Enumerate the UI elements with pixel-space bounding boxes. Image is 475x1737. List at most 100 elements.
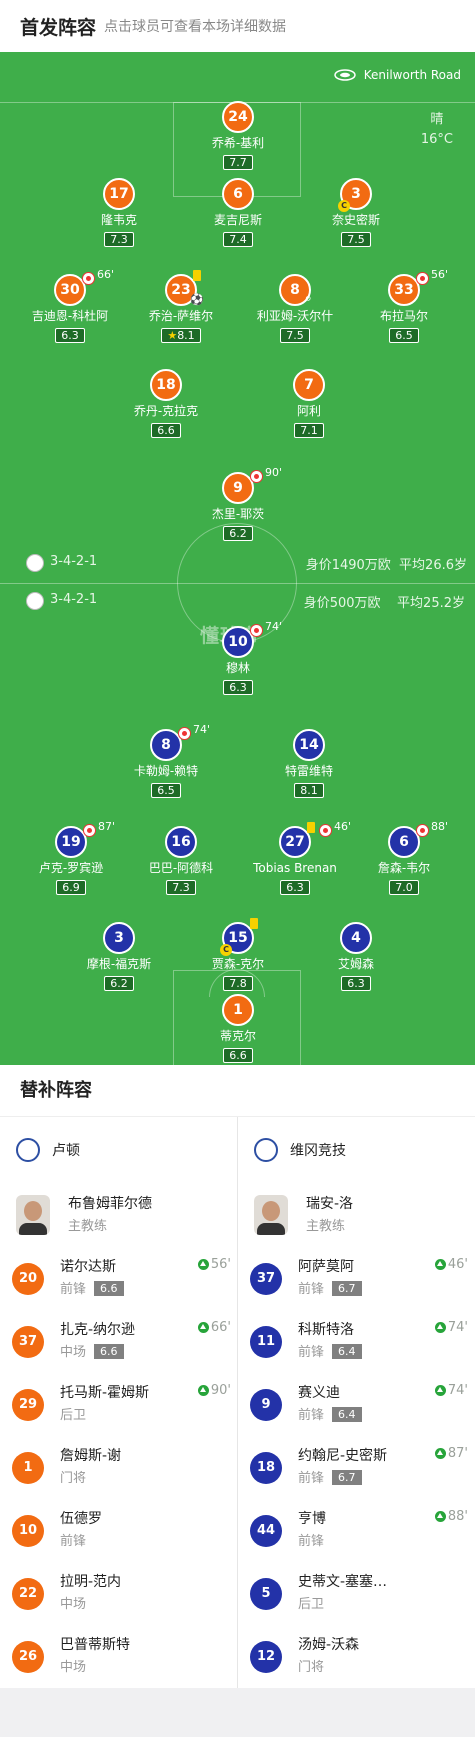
away-team-logo xyxy=(254,1138,278,1162)
sub-off-icon xyxy=(416,824,429,837)
sub-in-icon xyxy=(197,1322,209,1333)
sub-off-icon xyxy=(82,272,95,285)
sub-in-icon xyxy=(197,1259,209,1270)
coach-avatar xyxy=(16,1195,50,1235)
home-value: 身价1490万欧 xyxy=(305,558,391,573)
away-value: 身价500万欧 xyxy=(303,596,381,611)
away-formation: 3-4-2-1 xyxy=(50,592,98,607)
lineup-subtitle: 点击球员可查看本场详细数据 xyxy=(104,19,287,35)
sub-in-icon xyxy=(434,1259,446,1270)
yellow-card-icon xyxy=(307,822,315,833)
sub-in-icon xyxy=(434,1385,446,1396)
lineup-title: 首发阵容 xyxy=(20,16,97,39)
sub-in-icon xyxy=(434,1511,446,1522)
sub-in-icon xyxy=(434,1322,446,1333)
sub-in-time: 88' xyxy=(434,1509,468,1524)
home-team-logo xyxy=(16,1138,40,1162)
sub-in-icon xyxy=(434,1448,446,1459)
sub-in-time: 90' xyxy=(197,1383,231,1398)
substitutes-title: 替补阵容 xyxy=(0,1065,475,1117)
away-formation-row: 3-4-2-1 身价500万欧 平均25.2岁 xyxy=(0,586,475,616)
captain-badge: C xyxy=(220,944,232,956)
sub-off-icon xyxy=(250,624,263,637)
weather-temp: 16°C xyxy=(420,132,453,147)
sub-in-time: 46' xyxy=(434,1257,468,1272)
player-home[interactable]: 23⚽乔治-萨维尔★8.1 xyxy=(121,270,241,343)
weather: 晴 16°C xyxy=(421,110,453,150)
home-team-logo xyxy=(26,554,44,572)
away-team[interactable]: 维冈竞技 xyxy=(238,1117,474,1183)
sub-in-time: 74' xyxy=(434,1320,468,1335)
home-formation: 3-4-2-1 xyxy=(50,554,98,569)
sub-in-icon xyxy=(197,1385,209,1396)
weather-condition: 晴 xyxy=(430,112,444,127)
yellow-card-icon xyxy=(250,918,258,929)
stadium-icon xyxy=(333,69,356,81)
captain-badge: C xyxy=(338,200,350,212)
venue-name: Kenilworth Road xyxy=(363,68,461,82)
goal-ball-icon: ⚽ xyxy=(190,293,204,306)
yellow-card-icon xyxy=(193,270,201,281)
away-coach[interactable]: 瑞安-洛主教练 xyxy=(238,1183,474,1247)
assist-icon: ⚪ xyxy=(304,294,313,305)
sub-off-icon xyxy=(250,470,263,483)
home-team[interactable]: 卢顿 xyxy=(0,1117,237,1183)
sub-in-time: 56' xyxy=(197,1257,231,1272)
sub-off-icon xyxy=(416,272,429,285)
sub-in-time: 87' xyxy=(434,1446,468,1461)
home-coach[interactable]: 布鲁姆菲尔德主教练 xyxy=(0,1183,237,1247)
sub-in-time: 66' xyxy=(197,1320,231,1335)
mvp-star-icon: ★ xyxy=(167,329,178,342)
lineup-header: 首发阵容 点击球员可查看本场详细数据 xyxy=(0,0,475,52)
coach-avatar xyxy=(254,1195,288,1235)
sub-off-icon xyxy=(319,824,332,837)
sub-in-time: 74' xyxy=(434,1383,468,1398)
home-age: 平均26.6岁 xyxy=(399,558,467,573)
sub-off-icon xyxy=(83,824,96,837)
away-age: 平均25.2岁 xyxy=(397,596,465,611)
home-formation-row: 3-4-2-1 身价1490万欧 平均26.6岁 xyxy=(0,548,475,578)
venue: Kenilworth Road xyxy=(333,68,461,82)
sub-off-icon xyxy=(178,727,191,740)
away-team-logo xyxy=(26,592,44,610)
